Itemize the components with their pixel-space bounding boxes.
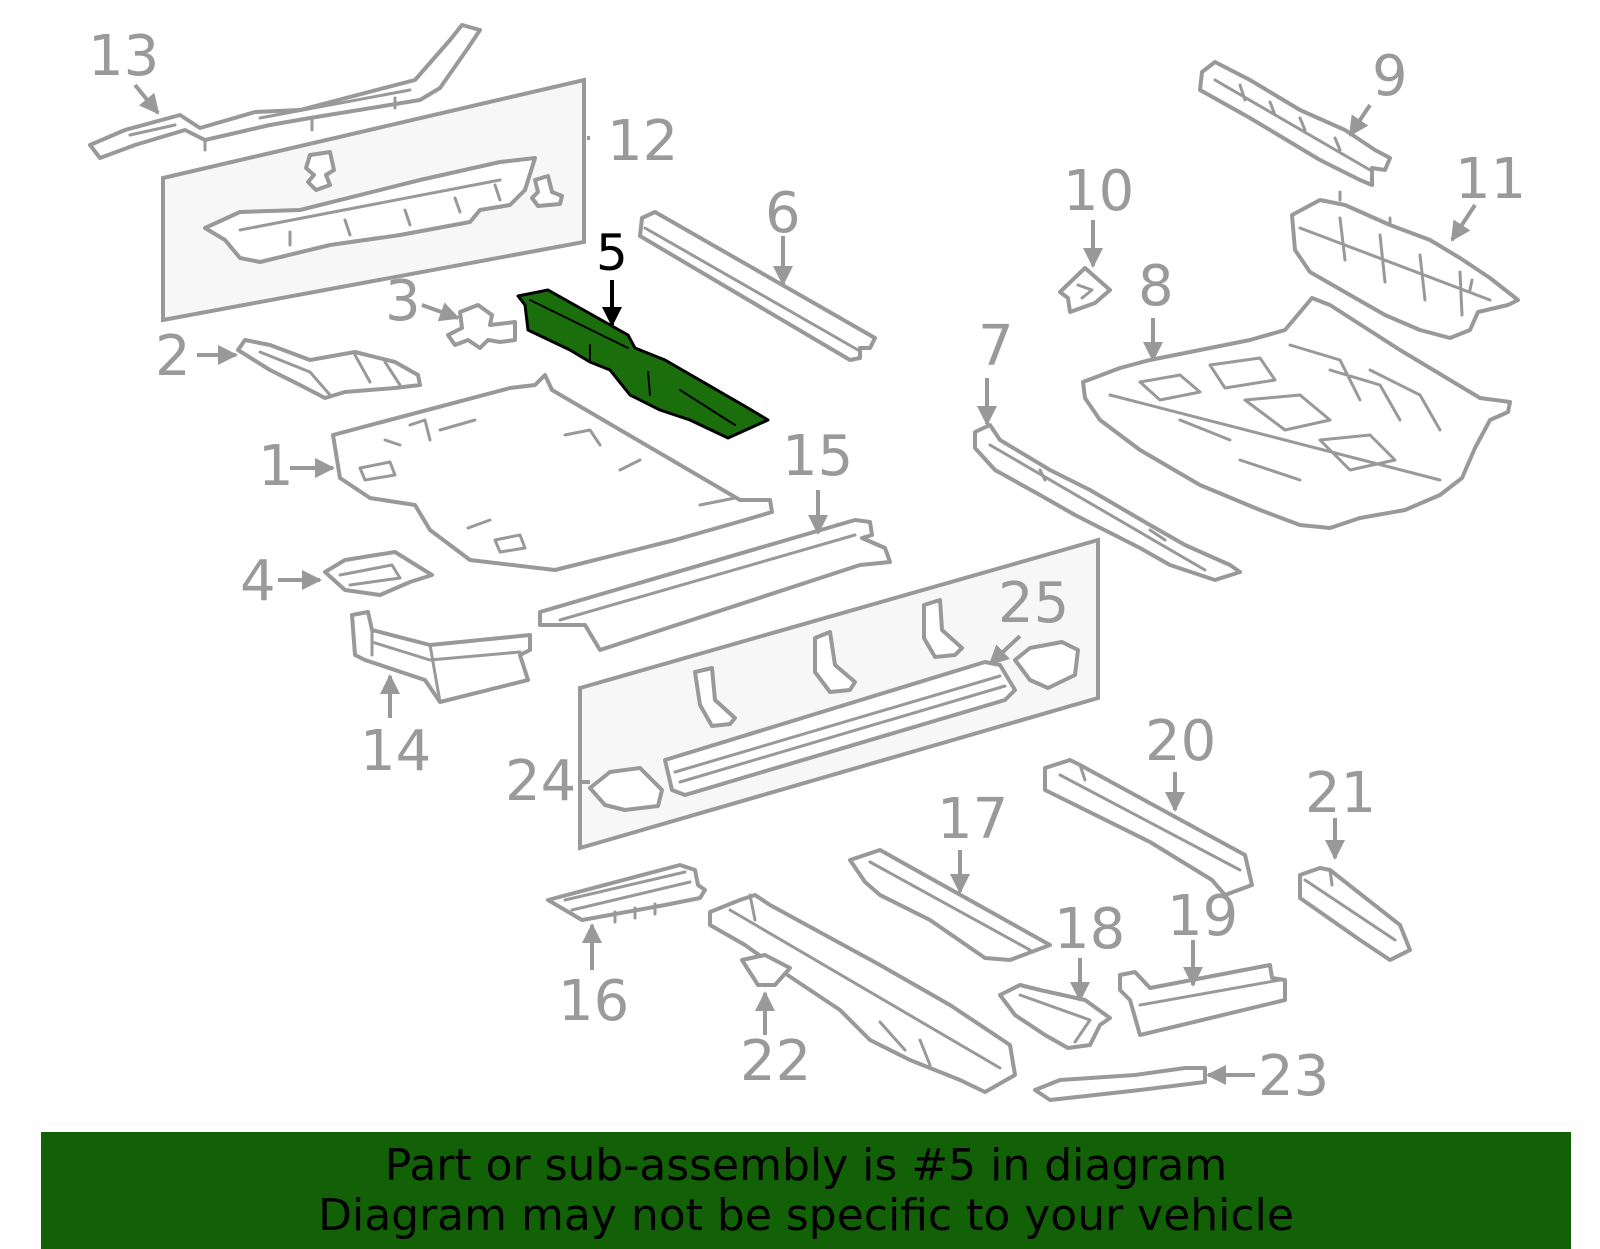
parts-diagram: 13 12 2 3 5 6 1 4 14 15 7 8 10 9 11 25 2… <box>88 23 1526 1109</box>
part-24-25-panel[interactable] <box>578 537 1100 851</box>
callout-15: 15 <box>782 424 853 489</box>
part-22[interactable] <box>708 893 1017 1094</box>
part-8[interactable] <box>1081 296 1512 530</box>
callout-10: 10 <box>1063 159 1134 224</box>
part-10[interactable] <box>1058 266 1112 314</box>
callout-labels: 13 12 2 3 5 6 1 4 14 15 7 8 10 9 11 25 2… <box>88 24 1526 1109</box>
part-9[interactable] <box>1198 60 1392 187</box>
part-11[interactable] <box>1290 190 1520 340</box>
callout-6: 6 <box>765 181 801 246</box>
callout-21: 21 <box>1305 761 1376 826</box>
callout-3: 3 <box>385 269 421 334</box>
callout-11: 11 <box>1455 147 1526 212</box>
callout-14: 14 <box>360 719 431 784</box>
callout-4: 4 <box>240 549 276 614</box>
part-5[interactable] <box>516 288 770 440</box>
part-4[interactable] <box>323 550 434 597</box>
part-5-shape[interactable] <box>516 288 770 440</box>
callout-19: 19 <box>1167 884 1238 949</box>
callout-20: 20 <box>1145 709 1216 774</box>
callout-1: 1 <box>258 434 294 499</box>
callout-9: 9 <box>1372 44 1408 109</box>
callout-5: 5 <box>596 224 628 282</box>
part-14[interactable] <box>350 610 532 704</box>
part-6[interactable] <box>638 210 877 362</box>
info-banner: Part or sub-assembly is #5 in diagram Di… <box>41 1132 1571 1249</box>
part-20[interactable] <box>1043 758 1254 897</box>
callout-23: 23 <box>1258 1044 1329 1109</box>
callout-2: 2 <box>155 324 191 389</box>
callout-17: 17 <box>937 787 1008 852</box>
callout-13: 13 <box>88 24 159 89</box>
part-3[interactable] <box>446 303 517 350</box>
part-18[interactable] <box>998 983 1112 1050</box>
callout-22: 22 <box>740 1029 811 1094</box>
part-17[interactable] <box>848 848 1052 962</box>
part-16[interactable] <box>546 863 707 924</box>
callout-12: 12 <box>607 109 678 174</box>
part-21[interactable] <box>1298 866 1412 962</box>
part-7[interactable] <box>973 423 1242 582</box>
callout-7: 7 <box>978 314 1014 379</box>
callout-8: 8 <box>1138 254 1174 319</box>
banner-line-1: Part or sub-assembly is #5 in diagram <box>384 1139 1228 1191</box>
callout-25: 25 <box>998 571 1069 636</box>
part-1[interactable] <box>331 373 774 572</box>
part-19[interactable] <box>1118 963 1287 1037</box>
part-12[interactable] <box>161 77 586 323</box>
part-23[interactable] <box>1033 1066 1207 1102</box>
banner-line-2: Diagram may not be specific to your vehi… <box>318 1189 1294 1241</box>
callout-arrows <box>133 83 1477 1085</box>
callout-18: 18 <box>1054 897 1125 962</box>
part-13[interactable] <box>88 23 482 160</box>
callout-24: 24 <box>505 749 576 814</box>
part-15[interactable] <box>538 518 892 652</box>
callout-16: 16 <box>558 969 629 1034</box>
part-2[interactable] <box>236 338 422 400</box>
